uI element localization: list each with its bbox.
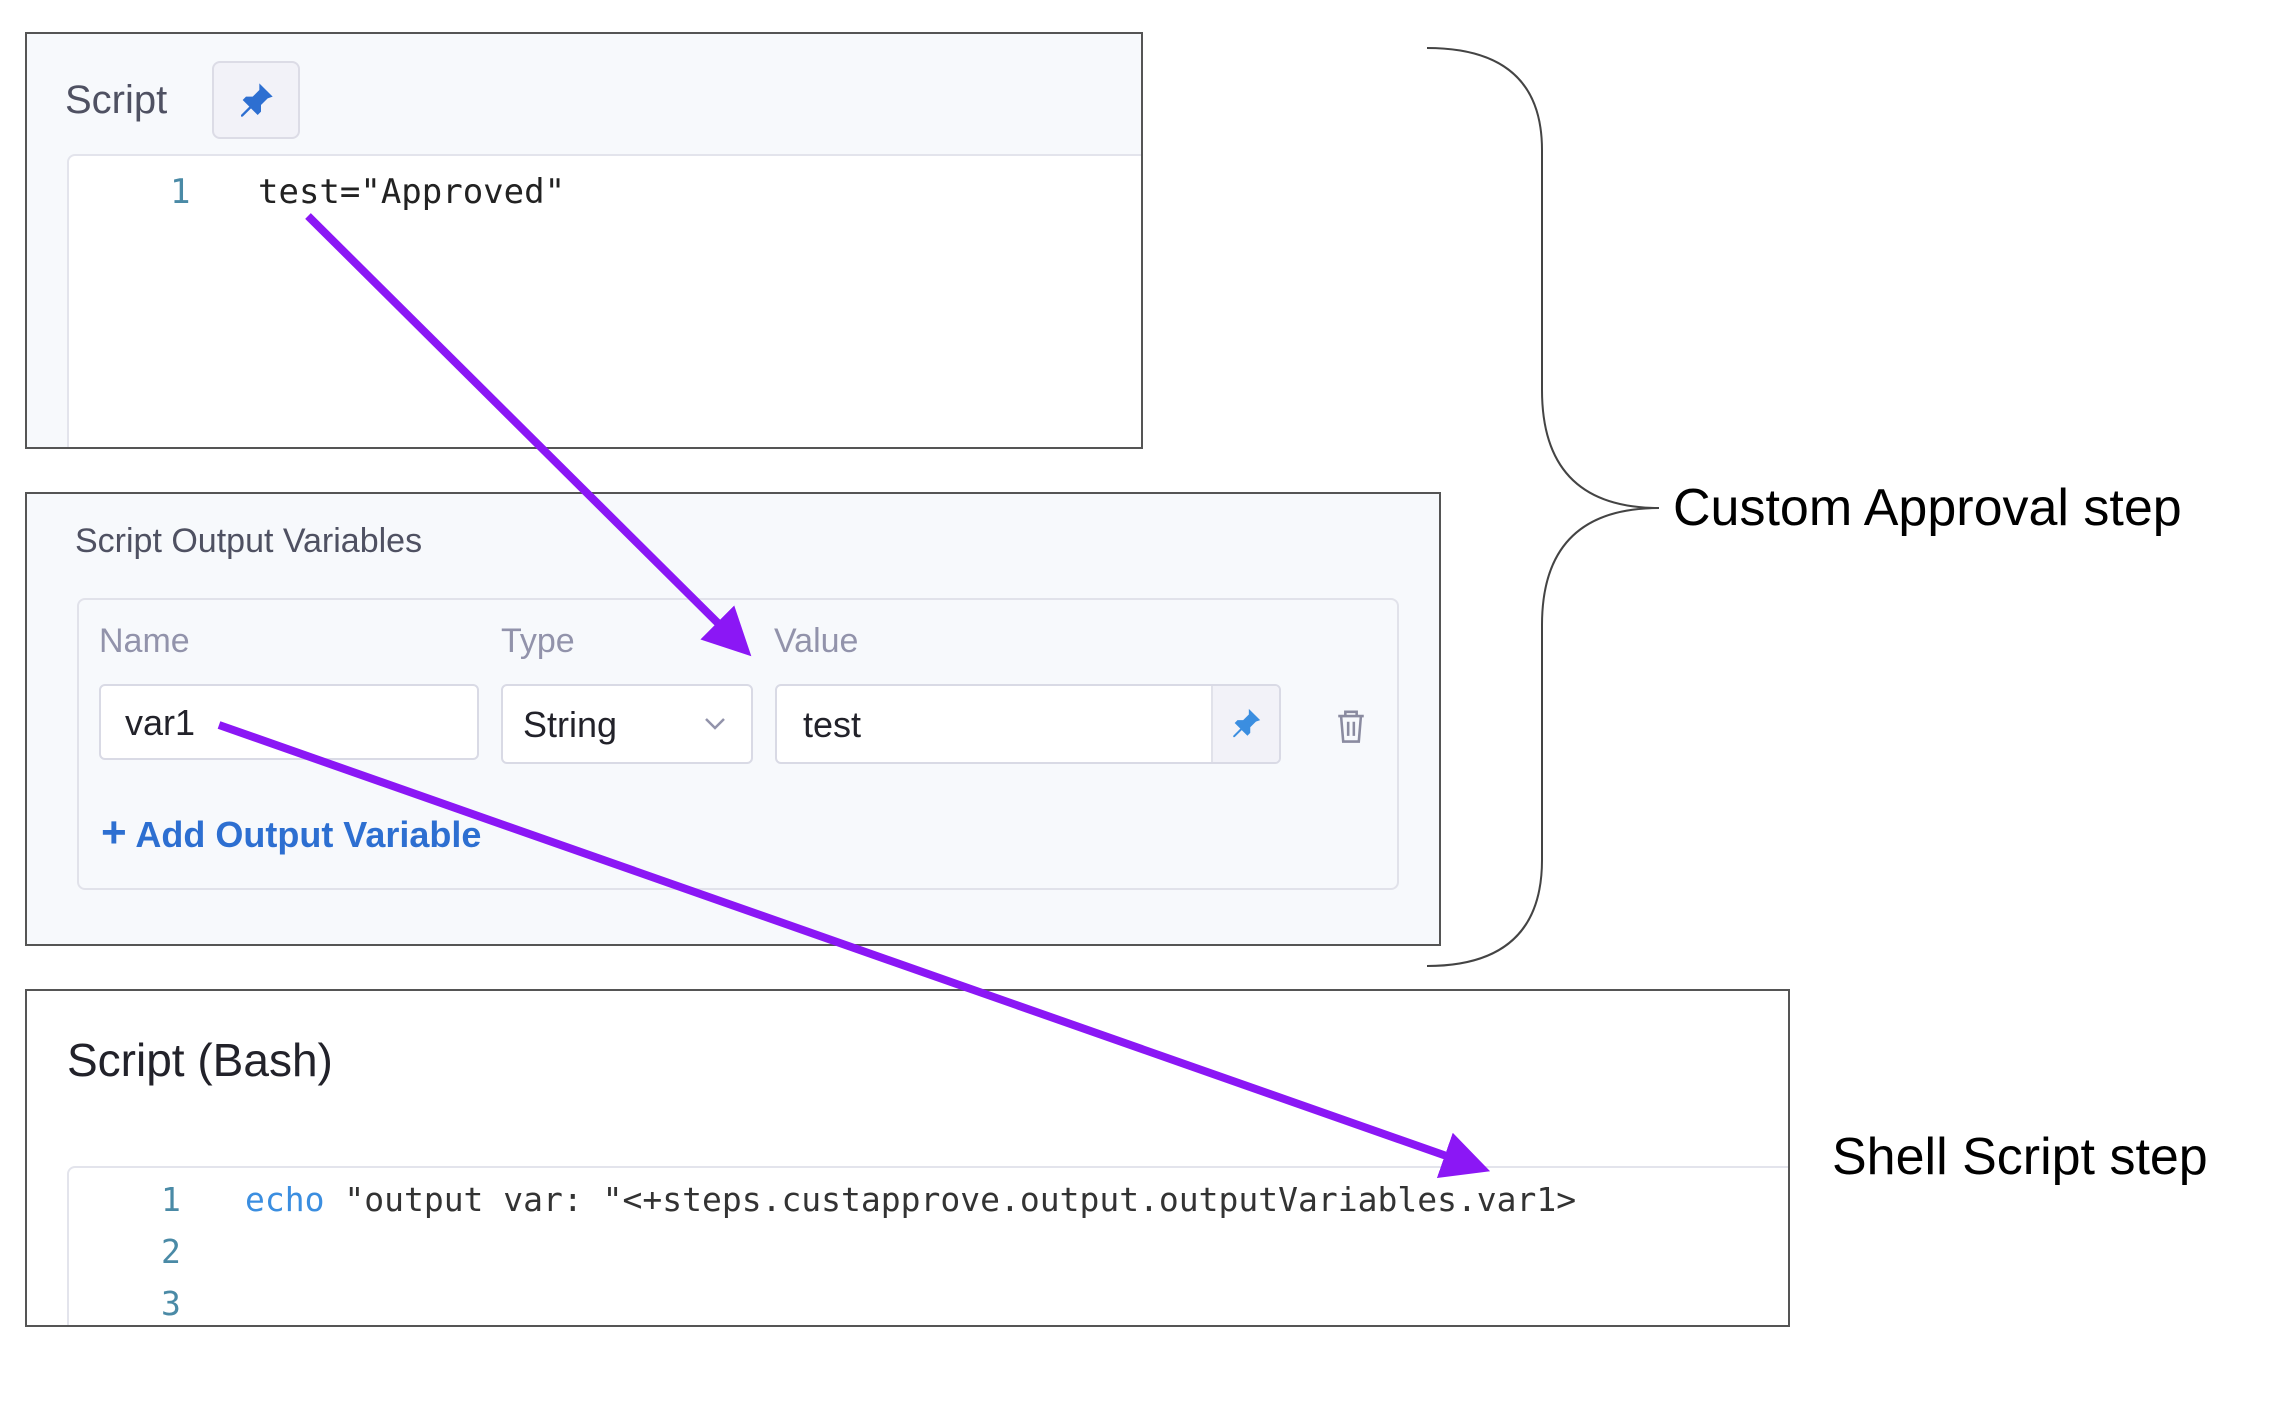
type-select-value: String bbox=[523, 704, 618, 745]
value-input[interactable]: test bbox=[775, 684, 1281, 764]
code-keyword: echo bbox=[245, 1180, 325, 1219]
shell-script-label: Shell Script step bbox=[1832, 1128, 2208, 1186]
add-output-variable-button[interactable]: + Add Output Variable bbox=[101, 808, 481, 858]
bash-script-panel: Script (Bash) 1 echo "output var: "<+ste… bbox=[25, 989, 1790, 1327]
name-input[interactable]: var1 bbox=[99, 684, 479, 760]
code-line: echo "output var: "<+steps.custapprove.o… bbox=[245, 1180, 1576, 1219]
line-number: 2 bbox=[161, 1232, 181, 1271]
chevron-down-icon bbox=[705, 718, 725, 730]
header-type: Type bbox=[501, 622, 575, 660]
header-name: Name bbox=[99, 622, 190, 660]
pin-icon bbox=[241, 83, 273, 117]
name-input-value: var1 bbox=[125, 702, 196, 743]
script-panel: Script 1 test="Approved" bbox=[25, 32, 1143, 449]
line-number: 3 bbox=[161, 1284, 181, 1323]
script-label: Script bbox=[65, 78, 168, 122]
header-value: Value bbox=[774, 622, 859, 660]
line-number: 1 bbox=[161, 1180, 181, 1219]
code-text: "output var: "<+steps.custapprove.output… bbox=[324, 1180, 1577, 1219]
line-number: 1 bbox=[170, 172, 191, 212]
value-pin-button[interactable] bbox=[1211, 686, 1279, 762]
custom-approval-label: Custom Approval step bbox=[1673, 479, 2182, 537]
add-output-variable-label: Add Output Variable bbox=[135, 814, 482, 855]
bash-script-title: Script (Bash) bbox=[67, 1034, 333, 1086]
pin-icon bbox=[1233, 708, 1261, 738]
output-variables-title: Script Output Variables bbox=[75, 522, 423, 560]
pin-button[interactable] bbox=[212, 61, 300, 139]
value-input-value: test bbox=[803, 704, 862, 745]
plus-icon: + bbox=[101, 808, 127, 857]
type-select[interactable]: String bbox=[501, 684, 753, 764]
code-line: test="Approved" bbox=[258, 172, 566, 212]
bash-editor[interactable]: 1 echo "output var: "<+steps.custapprove… bbox=[67, 1166, 1788, 1325]
variables-table: Name Type Value var1 String test + Add O… bbox=[77, 598, 1399, 890]
output-variables-panel: Script Output Variables Name Type Value … bbox=[25, 492, 1441, 946]
script-editor[interactable]: 1 test="Approved" bbox=[67, 154, 1141, 447]
trash-icon[interactable] bbox=[1334, 706, 1368, 746]
